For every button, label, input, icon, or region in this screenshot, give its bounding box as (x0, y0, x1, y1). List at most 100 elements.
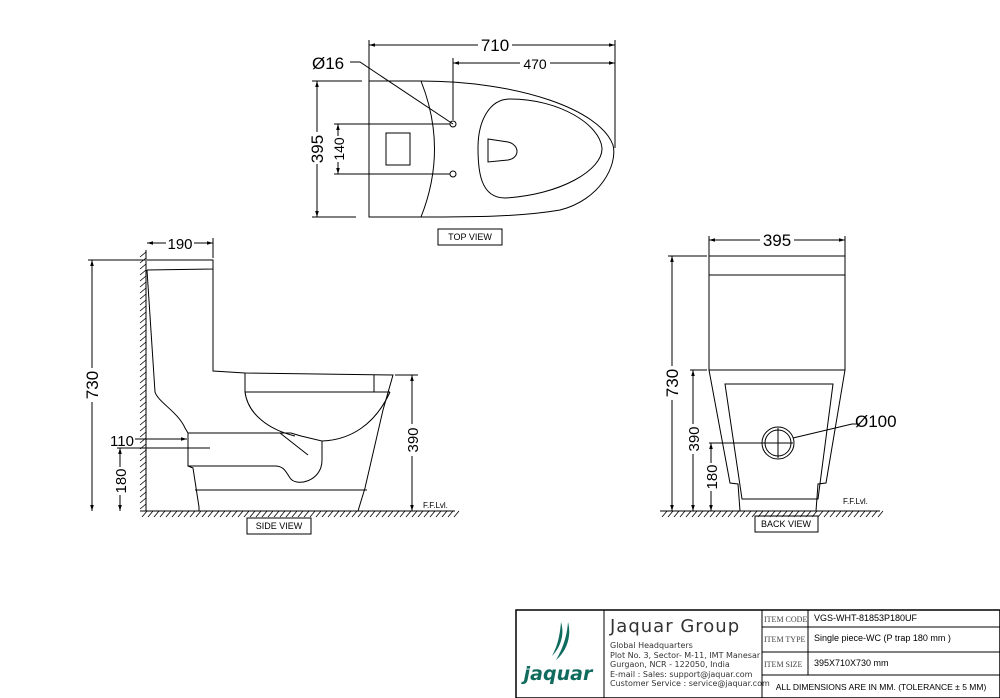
hatch-line (189, 510, 196, 518)
side-view: 190 730 110 180 390 F.F.Lvl. SIDE VIEW (83, 234, 460, 535)
floor-hatch (141, 510, 460, 518)
hatch-line (441, 510, 448, 518)
hatch-line (147, 510, 154, 518)
hatch-line (673, 510, 680, 518)
hatch-line (139, 485, 147, 492)
hatch-line (291, 510, 298, 518)
back-recess (724, 383, 834, 500)
tank-lid (146, 259, 214, 271)
hatch-line (159, 510, 166, 518)
seat-opening (477, 98, 603, 199)
address-line: Customer Service : service@jaquar.com (610, 679, 770, 688)
item-type-value: Single piece-WC (P trap 180 mm ) (814, 633, 951, 643)
dim-190: 190 (167, 236, 192, 253)
side-view-label-box (246, 517, 312, 535)
hatch-line (853, 510, 860, 518)
hatch-line (865, 510, 872, 518)
hatch-line (165, 510, 172, 518)
hatch-line (399, 510, 406, 518)
hatch-line (139, 353, 147, 360)
hatch-line (207, 510, 214, 518)
hatch-line (139, 467, 147, 474)
hatch-line (315, 510, 322, 518)
hatch-line (661, 510, 668, 518)
hatch-line (745, 510, 752, 518)
hatch-line (375, 510, 382, 518)
hatch-line (171, 510, 178, 518)
hatch-line (877, 510, 884, 518)
item-code-value: VGS-WHT-81853P180UF (814, 613, 918, 623)
hatch-line (195, 510, 202, 518)
company-name: Jaquar Group (609, 616, 740, 637)
hatch-line (835, 510, 842, 518)
hatch-line (381, 510, 388, 518)
dim-395-back: 395 (763, 231, 791, 250)
hatch-line (297, 510, 304, 518)
hatch-line (139, 383, 147, 390)
hatch-line (139, 401, 147, 408)
hatch-line (139, 389, 147, 396)
hatch-line (139, 359, 147, 366)
hatch-line (139, 377, 147, 384)
hatch-line (339, 510, 346, 518)
hatch-line (321, 510, 328, 518)
leader-line (350, 61, 454, 125)
top-view-label-box (437, 228, 503, 246)
dim-hole-diameter: Ø16 (312, 54, 344, 73)
hatch-line (393, 510, 400, 518)
item-type-label: ITEM TYPE (764, 635, 806, 644)
flush-button (385, 132, 411, 166)
hatch-line (345, 510, 352, 518)
hatch-line (139, 341, 147, 348)
hatch-line (139, 275, 147, 282)
side-view-label: SIDE VIEW (256, 521, 303, 531)
address-line: Plot No. 3, Sector- M-11, IMT Manesar (610, 651, 761, 660)
hatch-line (715, 510, 722, 518)
hatch-line (139, 317, 147, 324)
hatch-line (369, 510, 376, 518)
top-view: 710 470 Ø16 395 140 TOP VIEW (308, 36, 616, 246)
dim-730-side: 730 (83, 371, 102, 399)
item-size-label: ITEM SIZE (764, 660, 803, 669)
dim-730-back: 730 (663, 369, 682, 397)
hatch-line (139, 479, 147, 486)
hatch-line (739, 510, 746, 518)
floor-level-label: F.F.Lvl. (843, 497, 868, 506)
hatch-line (139, 407, 147, 414)
hatch-line (817, 510, 824, 518)
hatch-line (823, 510, 830, 518)
hatch-line (139, 293, 147, 300)
hatch-line (697, 510, 704, 518)
hatch-line (225, 510, 232, 518)
hatch-line (829, 510, 836, 518)
tolerance-note: ALL DIMENSIONS ARE IN MM. (TOLERANCE ± 5… (776, 682, 987, 692)
hatch-line (435, 510, 442, 518)
title-block-frame (515, 609, 1000, 698)
title-block: jaquar Jaquar Group Global Headquarters … (515, 609, 1000, 698)
hatch-line (423, 510, 430, 518)
dim-180-back: 180 (704, 464, 721, 489)
hatch-line (255, 510, 262, 518)
back-view-label-box (754, 515, 819, 533)
hatch-line (733, 510, 740, 518)
hatch-line (139, 497, 147, 504)
top-view-outline (368, 80, 615, 218)
dim-395-top: 395 (308, 135, 327, 163)
hatch-line (139, 413, 147, 420)
leader-line (792, 423, 860, 439)
hatch-line (219, 510, 226, 518)
hatch-line (183, 510, 190, 518)
svg-text:jaquar: jaquar (521, 663, 594, 685)
hatch-line (139, 491, 147, 498)
hatch-line (273, 510, 280, 518)
dim-110: 110 (110, 433, 134, 450)
hatch-line (139, 473, 147, 480)
hatch-line (721, 510, 728, 518)
hatch-line (703, 510, 710, 518)
floor-level-label: F.F.Lvl. (423, 501, 448, 510)
hatch-line (751, 510, 758, 518)
hatch-line (351, 510, 358, 518)
dim-390-side: 390 (405, 427, 422, 452)
hatch-line (201, 510, 208, 518)
